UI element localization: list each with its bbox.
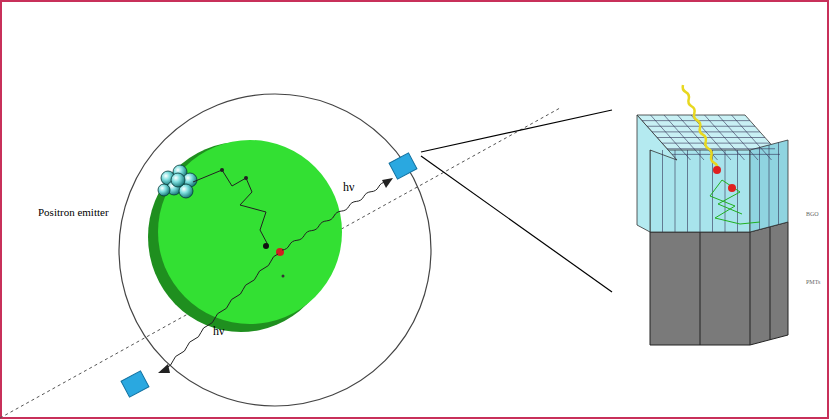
detector-block bbox=[121, 371, 149, 397]
crystal-grid bbox=[642, 115, 780, 232]
detector-ring bbox=[119, 94, 431, 406]
positron-track bbox=[193, 170, 268, 245]
electron bbox=[263, 243, 269, 249]
gamma-ray bbox=[166, 254, 278, 368]
bgo-crystal-array bbox=[637, 115, 788, 232]
detector-block bbox=[389, 153, 417, 179]
emitter-label: Positron emitter bbox=[38, 207, 109, 218]
phantom-sphere bbox=[158, 140, 342, 324]
arrowhead bbox=[382, 178, 393, 188]
photon-label: hν bbox=[213, 325, 224, 337]
gamma-ray bbox=[282, 182, 386, 250]
incoming-gamma bbox=[683, 85, 718, 170]
nucleus bbox=[158, 165, 197, 198]
pmt-array bbox=[650, 222, 788, 345]
scintillation-shower bbox=[710, 180, 760, 224]
line-of-response bbox=[0, 108, 560, 418]
interaction-point bbox=[728, 184, 736, 192]
zoom-line bbox=[421, 110, 612, 152]
zoom-line bbox=[421, 156, 612, 292]
part-label: BGO bbox=[806, 211, 819, 217]
part-label: PMTs bbox=[806, 279, 820, 285]
photon-label: hν bbox=[343, 181, 354, 193]
interaction-point bbox=[713, 166, 721, 174]
arrowhead bbox=[158, 364, 170, 373]
